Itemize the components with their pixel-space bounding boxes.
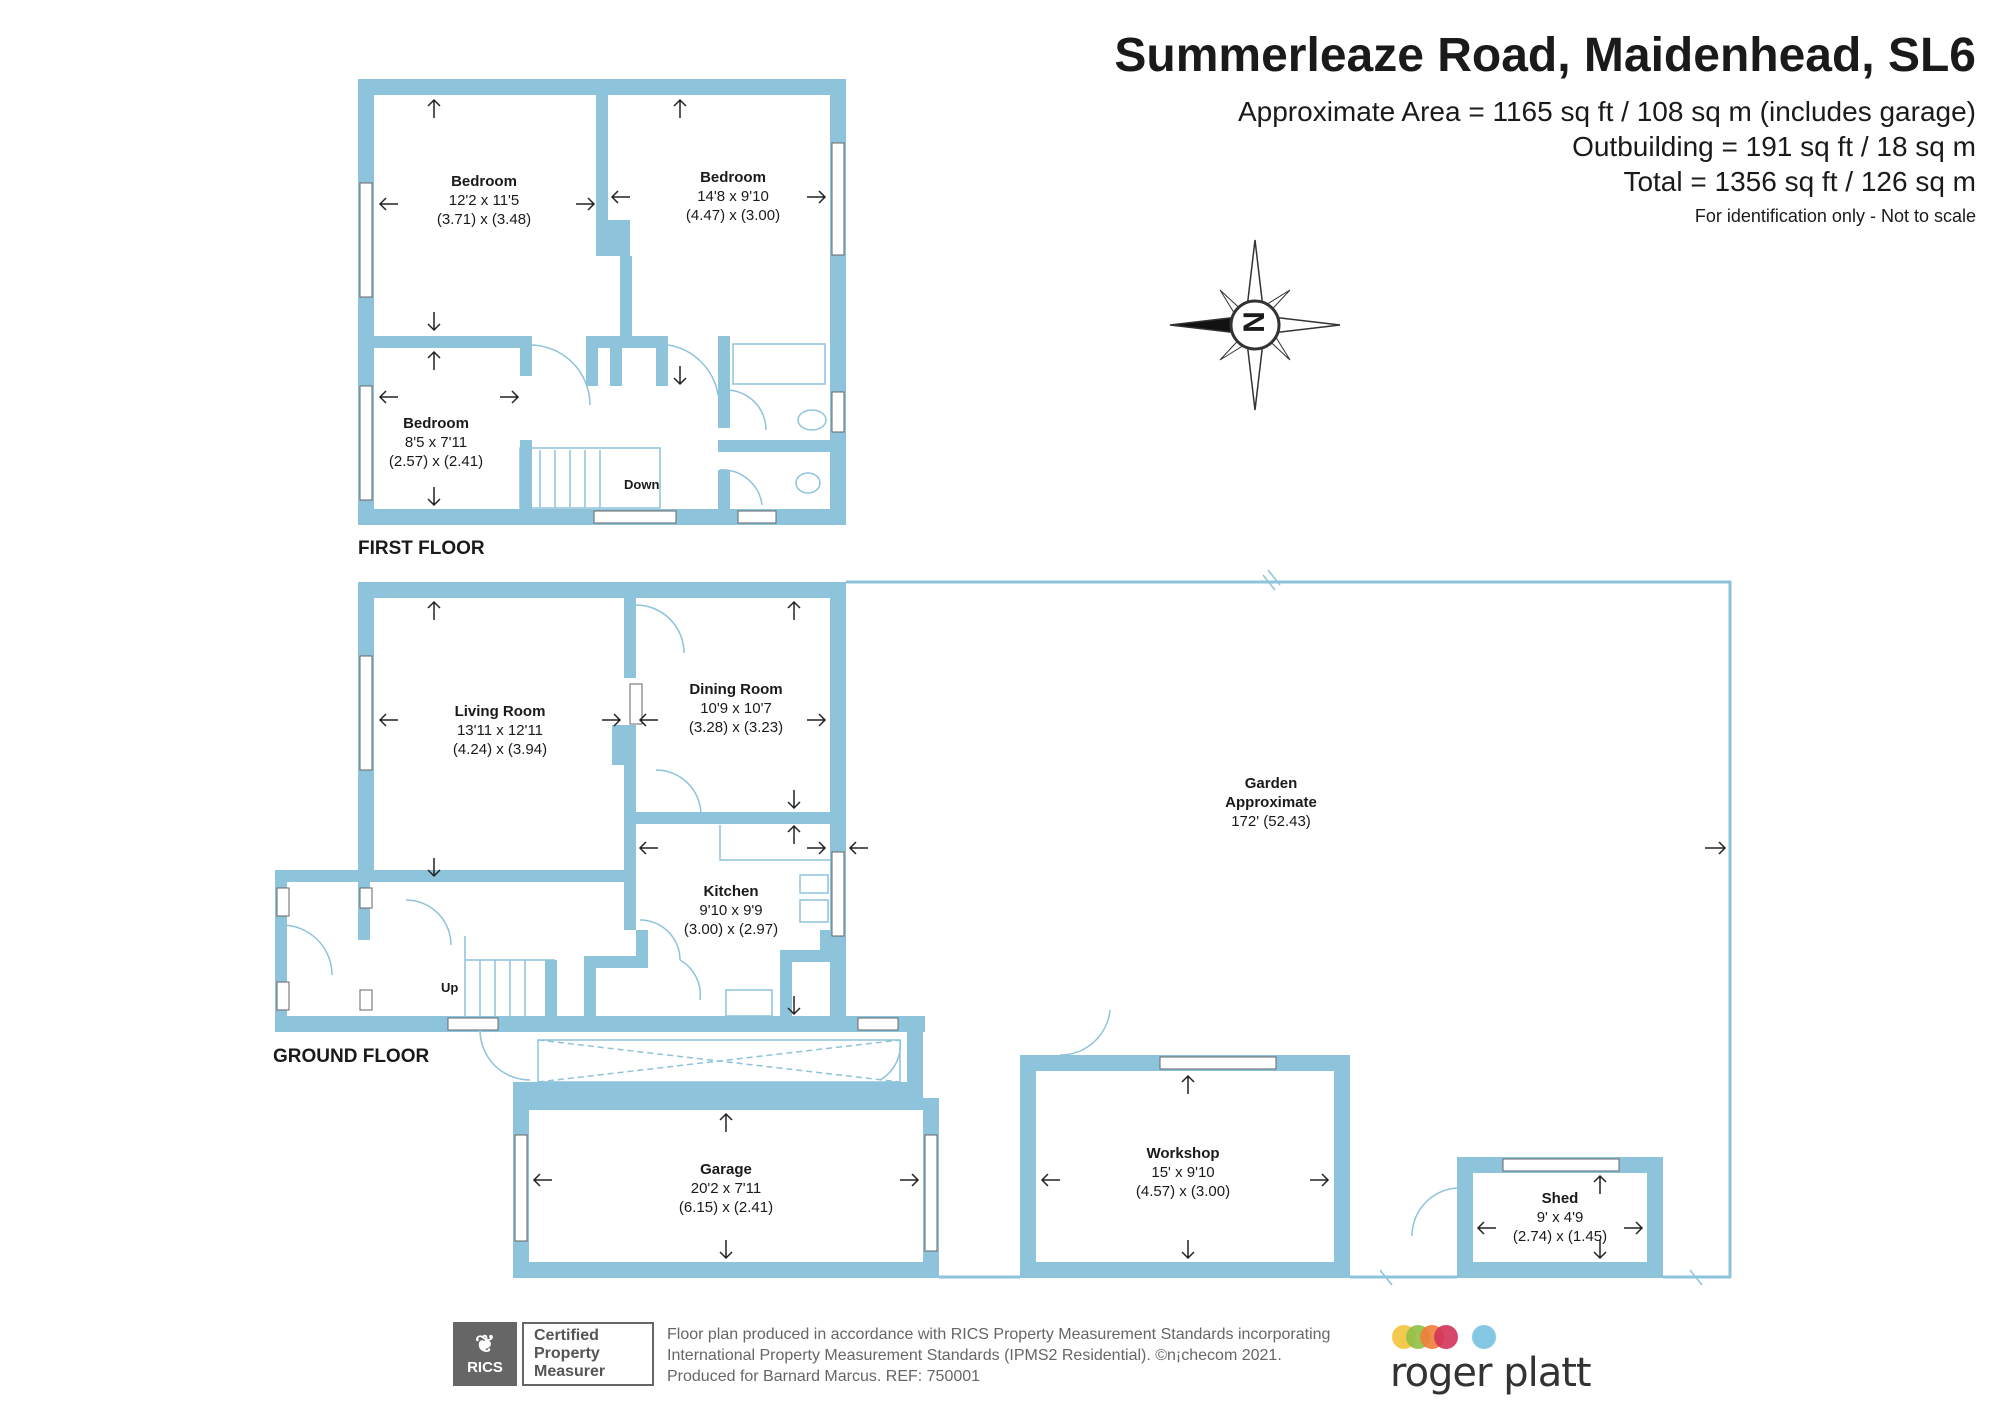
compass-letter: N: [1238, 311, 1271, 333]
ground-floor-fixtures: [281, 604, 1458, 1237]
room-imperial: 9' x 4'9: [1536, 1209, 1584, 1226]
page-title: Summerleaze Road, Maidenhead, SL6: [1114, 29, 1976, 82]
rics-logo: ❦ RICS: [453, 1322, 517, 1386]
compass-icon: [1169, 239, 1341, 411]
room-imperial: 20'2 x 7'11: [690, 1180, 762, 1197]
dimension-arrows: [378, 98, 1727, 1260]
room-living-room: Living Room 13'11 x 12'11 (4.24) x (3.94…: [453, 702, 547, 759]
room-garage: Garage 20'2 x 7'11 (6.15) x (2.41): [679, 1160, 773, 1217]
brand-dots: [1392, 1325, 1496, 1349]
room-name: Shed: [1541, 1190, 1579, 1207]
ground-floor-label: GROUND FLOOR: [273, 1046, 430, 1067]
room-metric: (4.57) x (3.00): [1135, 1183, 1231, 1200]
room-imperial: 13'11 x 12'11: [456, 722, 544, 739]
room-metric: (3.28) x (3.23): [688, 719, 784, 736]
room-name: Workshop: [1146, 1145, 1220, 1162]
room-kitchen: Kitchen 9'10 x 9'9 (3.00) x (2.97): [684, 882, 778, 939]
certified-badge: Certified Property Measurer: [522, 1322, 654, 1386]
room-approx: Approximate: [1225, 794, 1317, 811]
disclaimer-note: For identification only - Not to scale: [1694, 206, 1976, 226]
room-shed: Shed 9' x 4'9 (2.74) x (1.45): [1513, 1189, 1607, 1246]
room-name: Bedroom: [700, 169, 766, 186]
room-name: Garden: [1244, 775, 1298, 792]
room-name: Garage: [700, 1161, 752, 1178]
room-imperial: 9'10 x 9'9: [699, 902, 763, 919]
certified-line: Measurer: [534, 1363, 606, 1380]
stairs-down-label: Down: [624, 477, 660, 492]
brand-dot: [1434, 1325, 1458, 1349]
room-metric: (2.57) x (2.41): [388, 453, 484, 470]
certified-line: Certified: [534, 1327, 599, 1344]
room-imperial: 10'9 x 10'7: [700, 700, 772, 717]
room-imperial: 12'2 x 11'5: [448, 192, 520, 209]
room-name: Bedroom: [451, 173, 517, 190]
first-floor-label: FIRST FLOOR: [358, 538, 485, 559]
footer-line-1: Floor plan produced in accordance with R…: [667, 1326, 1331, 1343]
room-imperial: 8'5 x 7'11: [404, 434, 468, 451]
footer-line-2: International Property Measurement Stand…: [667, 1347, 1282, 1364]
room-name: Dining Room: [689, 681, 783, 698]
footer-line-3: Produced for Barnard Marcus. REF: 750001: [667, 1368, 981, 1385]
room-bedroom-3: Bedroom 8'5 x 7'11 (2.57) x (2.41): [389, 414, 483, 471]
outbuilding-area: Outbuilding = 191 sq ft / 18 sq m: [1572, 131, 1976, 162]
room-imperial: 15' x 9'10: [1151, 1164, 1215, 1181]
certified-line: Property: [534, 1345, 600, 1362]
room-dining-room: Dining Room 10'9 x 10'7 (3.28) x (3.23): [689, 680, 783, 737]
first-floor-windows: [359, 142, 845, 524]
room-workshop: Workshop 15' x 9'10 (4.57) x (3.00): [1136, 1144, 1230, 1201]
ground-floor-windows: [276, 655, 1620, 1252]
room-name: Kitchen: [703, 883, 759, 900]
brand-dot: [1472, 1325, 1496, 1349]
room-size: 172' (52.43): [1231, 813, 1311, 830]
room-metric: (3.71) x (3.48): [436, 211, 532, 228]
room-garden: Garden Approximate 172' (52.43): [1225, 774, 1317, 831]
ground-floor-plan: [275, 582, 1663, 1278]
approx-area: Approximate Area = 1165 sq ft / 108 sq m…: [1237, 96, 1976, 127]
room-metric: (4.24) x (3.94): [452, 741, 548, 758]
brand-name: roger platt: [1390, 1350, 1592, 1396]
stairs-up-label: Up: [441, 980, 459, 995]
room-bedroom-2: Bedroom 14'8 x 9'10 (4.47) x (3.00): [686, 168, 780, 225]
room-metric: (6.15) x (2.41): [678, 1199, 774, 1216]
first-floor-fixtures: [519, 343, 827, 509]
rics-logo-text: RICS: [467, 1359, 503, 1376]
rics-emblem-icon: ❦: [474, 1331, 496, 1358]
room-name: Living Room: [454, 703, 546, 720]
room-imperial: 14'8 x 9'10: [697, 188, 769, 205]
room-name: Bedroom: [403, 415, 469, 432]
room-metric: (4.47) x (3.00): [685, 207, 781, 224]
room-metric: (2.74) x (1.45): [1512, 1228, 1608, 1245]
footer-text: Floor plan produced in accordance with R…: [667, 1324, 1330, 1387]
total-area: Total = 1356 sq ft / 126 sq m: [1623, 166, 1976, 197]
room-bedroom-1: Bedroom 12'2 x 11'5 (3.71) x (3.48): [437, 172, 531, 229]
room-metric: (3.00) x (2.97): [683, 921, 779, 938]
garden-boundary: [846, 569, 1732, 1286]
